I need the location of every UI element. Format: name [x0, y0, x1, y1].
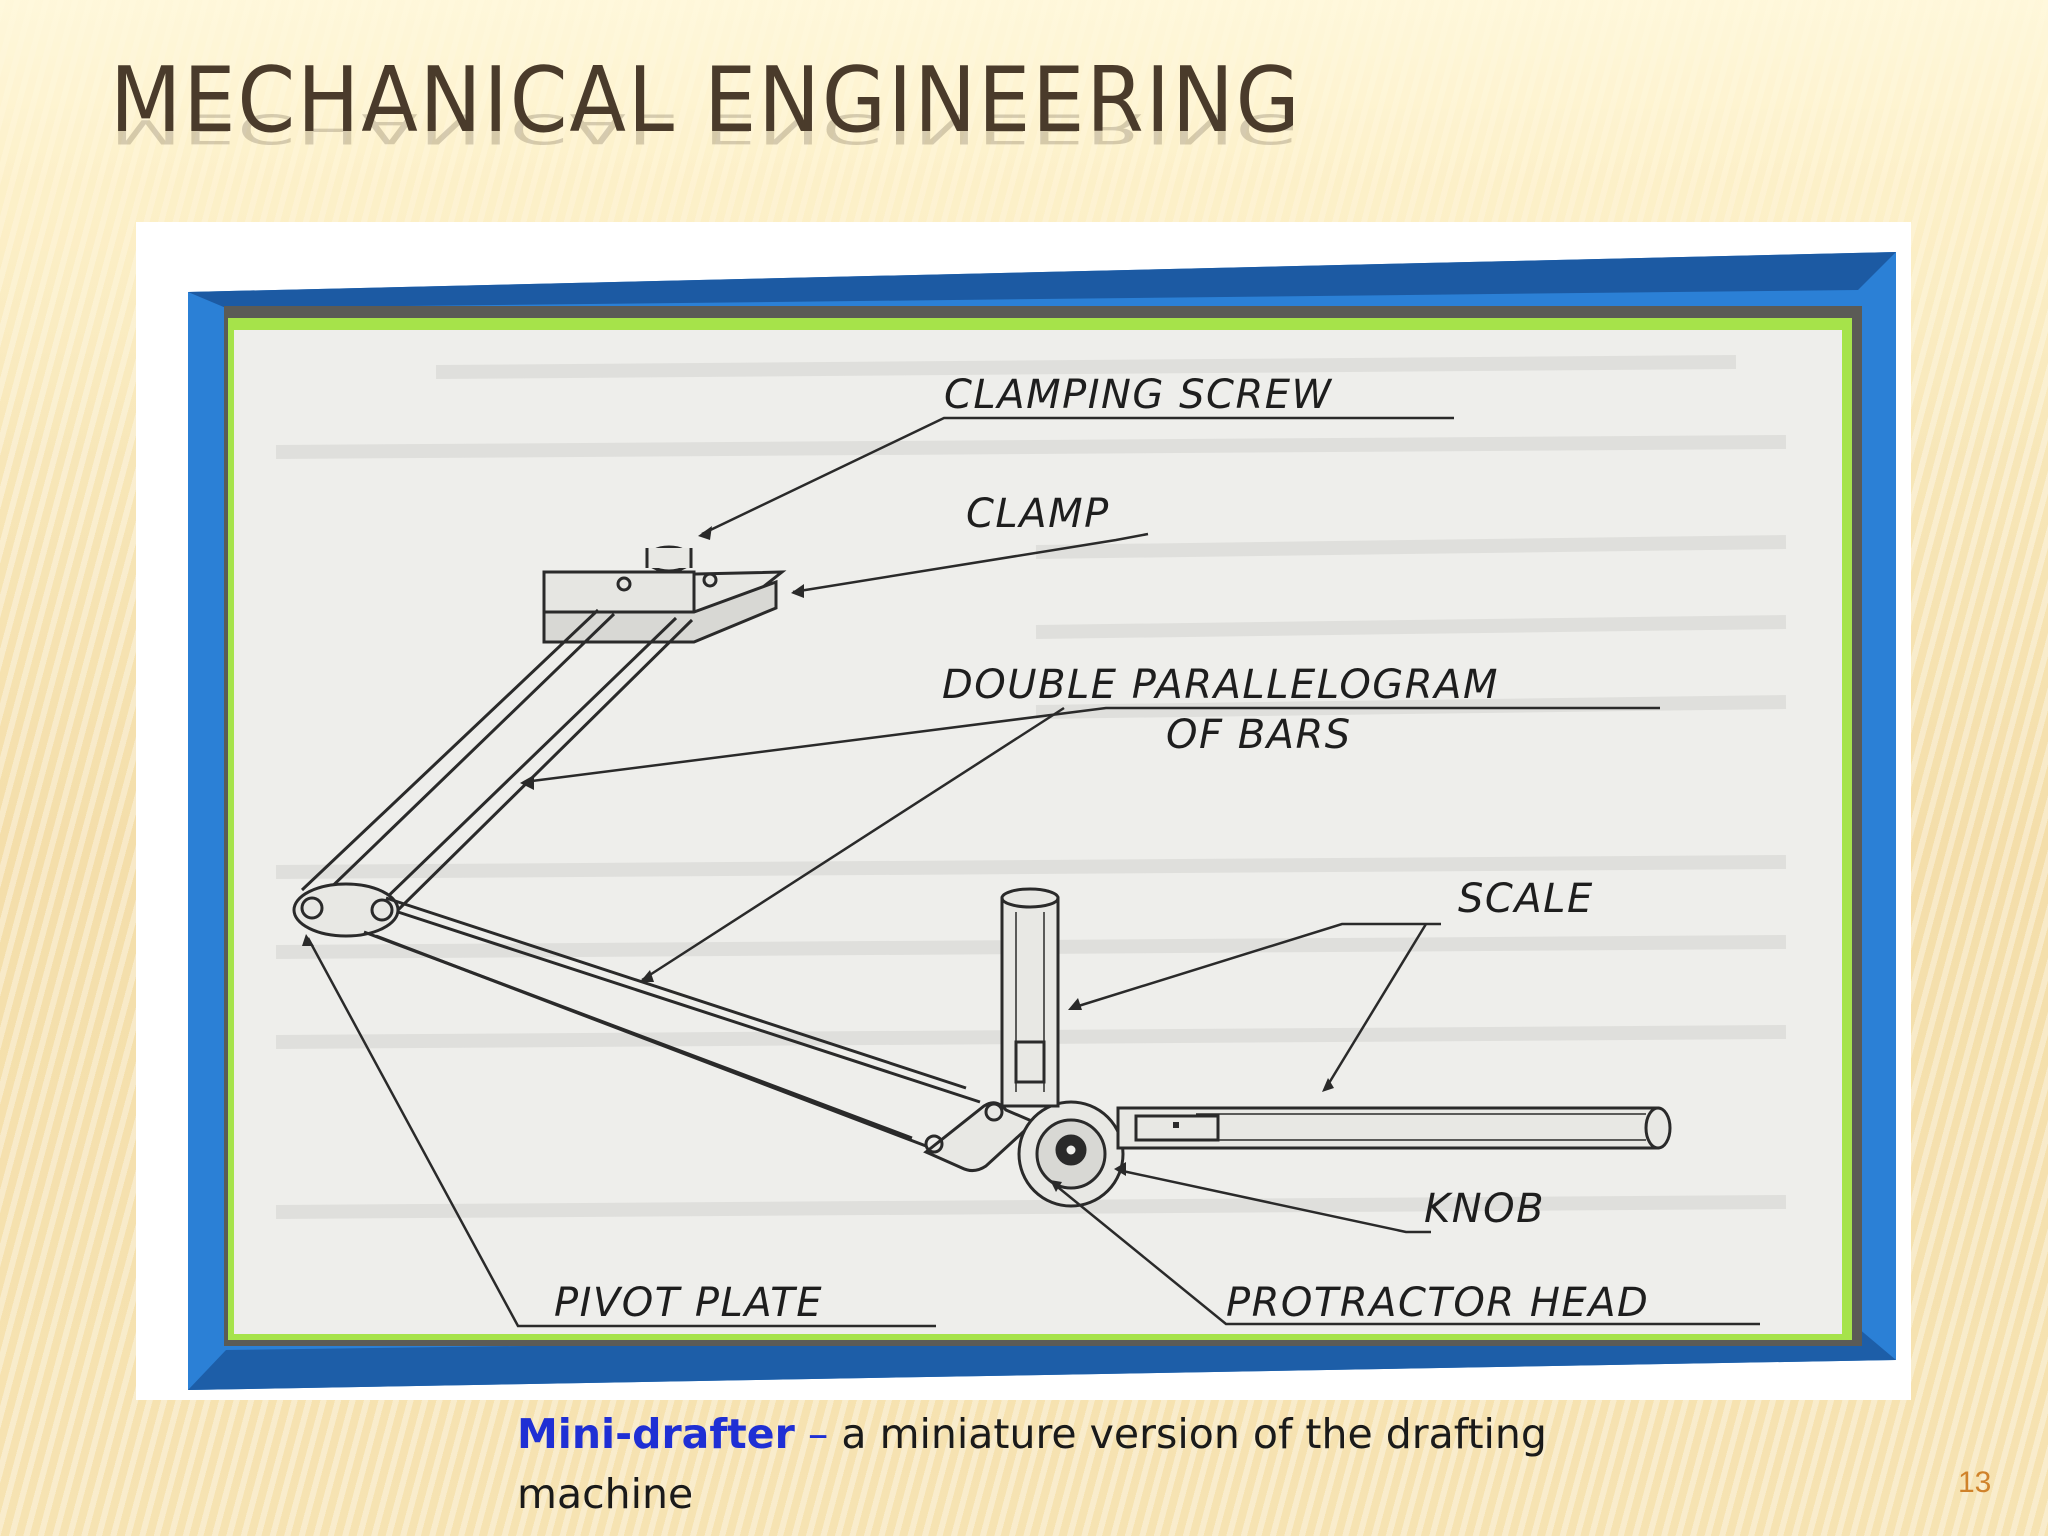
- caption-text: a miniature version of the drafting mach…: [517, 1410, 1547, 1518]
- label-double-parallelogram-line2: OF BARS: [1166, 712, 1352, 758]
- leader-lines: [306, 416, 1760, 1328]
- label-clamping-screw: CLAMPING SCREW: [944, 372, 1333, 418]
- slide-title: MECHANICAL ENGINEERING: [110, 48, 1302, 153]
- caption-dash: –: [807, 1410, 829, 1458]
- label-pivot-plate: PIVOT PLATE: [554, 1280, 823, 1326]
- arrowheads: [302, 526, 1334, 1192]
- diagram-picture: CLAMPING SCREW CLAMP DOUBLE PARALLELOGRA…: [136, 222, 1911, 1400]
- frame-top-dark: [188, 252, 1896, 308]
- label-scale: SCALE: [1458, 876, 1594, 922]
- lower-bar-1: [385, 896, 967, 1090]
- upper-bar-3: [378, 616, 678, 906]
- label-protractor-head: PROTRACTOR HEAD: [1226, 1280, 1649, 1326]
- caption-term: Mini-drafter: [517, 1410, 795, 1458]
- label-knob: KNOB: [1424, 1186, 1545, 1232]
- upper-bar-1: [300, 608, 600, 892]
- mini-drafter-diagram: CLAMPING SCREW CLAMP DOUBLE PARALLELOGRA…: [188, 252, 1896, 1390]
- pivot-plate: [292, 882, 400, 938]
- upper-bar-2: [316, 612, 616, 902]
- diagram-labels: CLAMPING SCREW CLAMP DOUBLE PARALLELOGRA…: [554, 372, 1649, 1326]
- label-clamp: CLAMP: [966, 491, 1110, 537]
- label-double-parallelogram-line1: DOUBLE PARALLELOGRAM: [942, 662, 1499, 708]
- drafter-linkage: [292, 545, 1672, 1208]
- lower-bar-4: [375, 934, 927, 1148]
- lower-bar-2: [397, 910, 981, 1104]
- upper-bar-4: [396, 618, 694, 912]
- slide-caption: Mini-drafter – a miniature version of th…: [517, 1404, 1557, 1524]
- slide-number: 13: [1958, 1466, 1992, 1499]
